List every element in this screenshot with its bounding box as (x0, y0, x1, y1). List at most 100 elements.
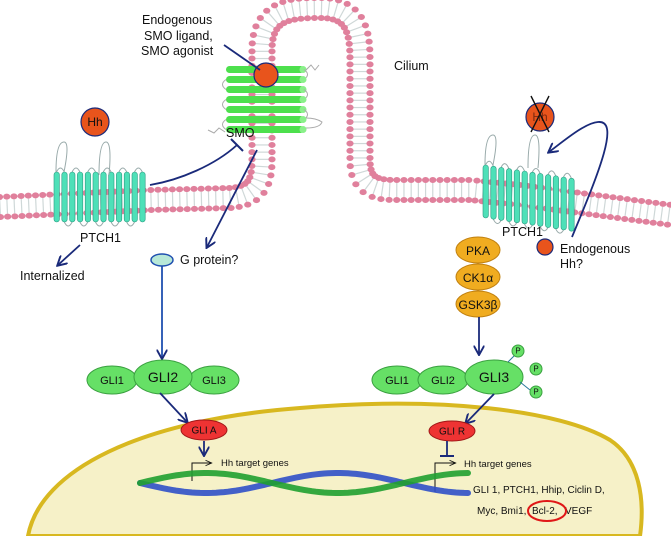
hh-ligand-right-blocked: Hh (525, 95, 555, 133)
cilium-label: Cilium (394, 59, 429, 73)
lipid-tail (364, 178, 374, 191)
lipid-head (366, 140, 374, 147)
smo-ligand-pointer (223, 44, 261, 71)
lipid-head (268, 164, 276, 171)
lipid-head (31, 192, 40, 199)
lipid-head (268, 48, 276, 55)
internalized-label: Internalized (20, 269, 85, 283)
lipid-head (235, 203, 243, 210)
smo-to-gprotein-arrow (207, 149, 258, 247)
lipid-head (248, 40, 256, 47)
ptch1-loop (524, 223, 533, 229)
g-protein-label: G protein? (180, 253, 238, 267)
lipid-head (368, 193, 376, 200)
smo-helix-cap (299, 86, 307, 93)
lipid-head (4, 213, 12, 220)
internalized-arrow (58, 244, 81, 265)
gene-list-line2-b: VEGF (565, 506, 592, 517)
lipid-head (46, 191, 54, 198)
ptch1-loop (500, 163, 510, 169)
lipid-head (595, 192, 603, 199)
kinase-ck1a-label: CK1α (463, 271, 493, 285)
gli-r (428, 420, 476, 442)
phosphate-icon (529, 362, 543, 376)
lipid-tail (42, 197, 45, 213)
ptch1-helix (498, 167, 505, 221)
lipid-head (340, 24, 348, 31)
gli3-right: GLI3 (479, 369, 510, 385)
endogenous-hh-label-line1: Endogenous (560, 242, 630, 256)
ptch1-helix (552, 175, 559, 230)
lipid-head (602, 193, 610, 200)
lipid-head (366, 97, 374, 104)
gene-highlight-bcl2: Bcl-2, (532, 506, 558, 517)
lipid-head (319, 0, 325, 2)
lipid-tail (298, 1, 302, 16)
endogenous-hh-arrow (549, 121, 609, 238)
ptch1-helix (100, 171, 107, 223)
ptch1-inhibits-smo (149, 144, 238, 186)
hh-left-label: Hh (87, 115, 102, 129)
lipid-head (400, 197, 408, 203)
lipid-head (346, 118, 354, 125)
lipid-head (414, 177, 422, 183)
lipid-head (248, 55, 256, 62)
inhibition-bar (230, 138, 244, 152)
lipid-head (175, 186, 184, 193)
gli1-right: GLI1 (385, 375, 409, 387)
lipid-head (471, 197, 479, 204)
lipid-head (366, 161, 374, 168)
endogenous-hh (536, 238, 554, 256)
lipid-head (346, 111, 354, 118)
lipid-head (317, 15, 325, 22)
lipid-head (366, 133, 374, 140)
ptch1-loop (563, 172, 572, 179)
lipid-head (161, 186, 169, 193)
smo-helix-cap (299, 66, 307, 73)
lipid-head (573, 189, 581, 196)
smo-helix-cap (299, 106, 307, 113)
ptch1-helix (92, 171, 99, 223)
lipid-head (204, 185, 212, 192)
smo-helix (226, 126, 304, 133)
ptch1-loop (56, 167, 65, 173)
smo-loop (222, 79, 227, 90)
lipid-head (621, 215, 629, 222)
smo-label: SMO (226, 126, 255, 140)
smo-ligand-label-line3: SMO agonist (141, 44, 214, 58)
lipid-head (592, 212, 600, 219)
lipid-head (291, 16, 299, 23)
lipid-tail (333, 3, 339, 17)
lipid-head (249, 31, 258, 38)
lipid-tail (114, 194, 117, 209)
lipid-head (623, 196, 631, 203)
lipid-head (346, 140, 354, 147)
lipid-head (645, 198, 653, 205)
phosphate-label: P (533, 365, 538, 374)
bcl2-highlight-circle (527, 500, 567, 522)
phosphate-icon (511, 344, 525, 358)
gli2-to-glia-arrow (159, 392, 187, 422)
lipid-head (380, 176, 388, 183)
lipid-head (357, 14, 365, 21)
lipid-head (225, 185, 233, 192)
dna-strand-green (137, 470, 471, 496)
lipid-head (270, 2, 279, 9)
lipid-head (628, 216, 636, 223)
hh-right-label: Hh (532, 110, 547, 124)
lipid-head (366, 147, 374, 154)
lipid-tail (653, 205, 657, 220)
lipid-head (211, 185, 220, 192)
lipid-head (652, 199, 660, 206)
ptch1-helix (69, 171, 76, 223)
lipid-head (450, 197, 458, 203)
lipid-head (168, 186, 176, 193)
lipid-tail (588, 197, 592, 212)
ptch1-helix (513, 169, 520, 224)
lipid-tail (106, 194, 109, 209)
lipid-head (297, 15, 305, 22)
lipid-head (366, 46, 374, 53)
lipid-tail (254, 165, 269, 168)
smo-helix-cap (299, 126, 307, 133)
lipid-tail (667, 207, 671, 222)
